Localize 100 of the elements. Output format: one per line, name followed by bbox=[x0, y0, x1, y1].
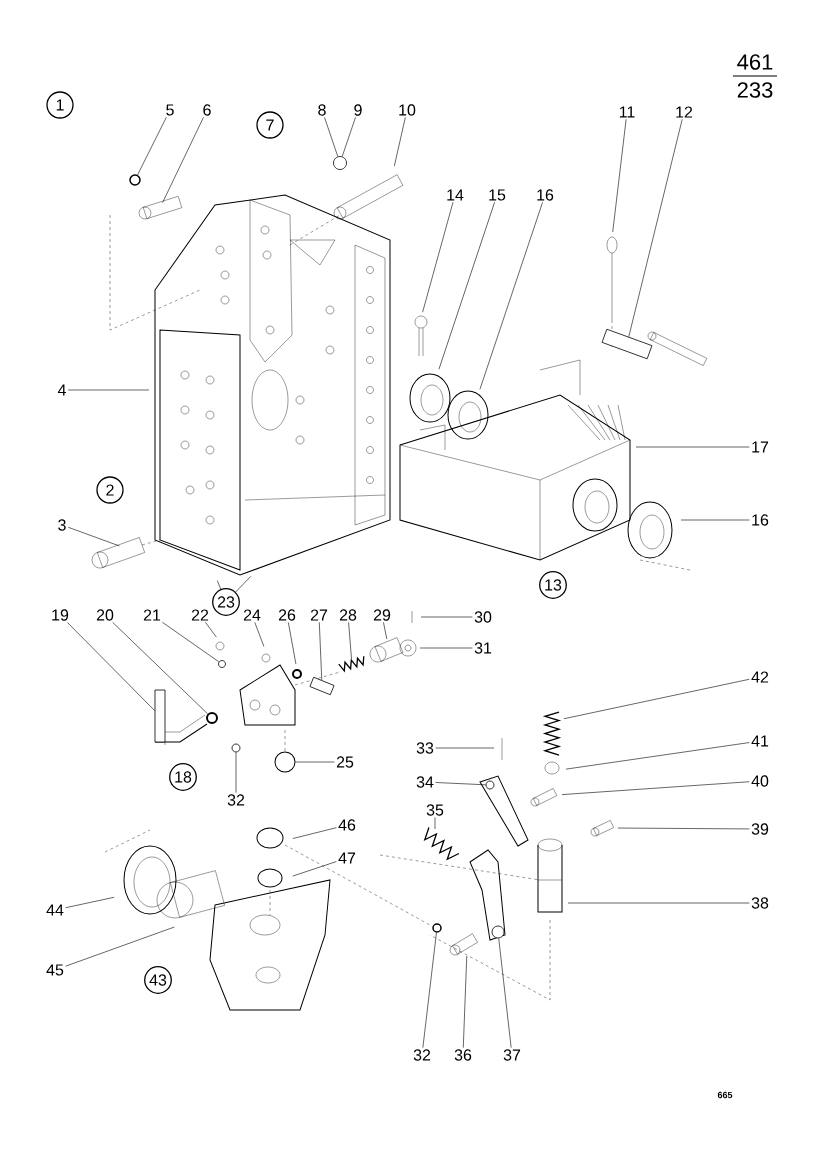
leader-line bbox=[137, 117, 167, 176]
callout-number: 31 bbox=[474, 642, 492, 654]
callout-number: 35 bbox=[426, 804, 444, 816]
callout-number: 3 bbox=[58, 519, 66, 531]
callout-number: 32 bbox=[227, 794, 245, 806]
callout-number: 12 bbox=[676, 106, 693, 118]
callout-number: 40 bbox=[751, 775, 769, 787]
leader-line bbox=[112, 622, 208, 715]
leader-line bbox=[462, 955, 468, 1048]
pin-part bbox=[154, 689, 166, 743]
leader-line bbox=[435, 782, 486, 786]
washer-part bbox=[491, 925, 505, 939]
washer-part bbox=[333, 156, 347, 170]
leader-line bbox=[295, 761, 335, 763]
leader-line bbox=[67, 622, 155, 711]
leader-line bbox=[561, 781, 750, 795]
pin-part bbox=[309, 676, 335, 696]
callout-number: 17 bbox=[752, 441, 769, 453]
leader-line bbox=[680, 519, 750, 521]
callout-number: 8 bbox=[318, 104, 326, 116]
leader-line bbox=[65, 896, 115, 908]
leader-line bbox=[254, 622, 265, 647]
leader-line bbox=[435, 747, 495, 749]
leader-line bbox=[324, 117, 339, 157]
leader-line bbox=[67, 389, 150, 391]
leader-line bbox=[479, 202, 543, 390]
callout-number: 16 bbox=[537, 189, 554, 201]
group-number: 2 bbox=[96, 476, 124, 504]
callout-number: 9 bbox=[354, 104, 362, 116]
callout-number: 11 bbox=[619, 106, 635, 118]
callout-number: 33 bbox=[416, 742, 434, 754]
leader-line bbox=[635, 446, 750, 448]
leader-line bbox=[563, 678, 750, 720]
callout-number: 5 bbox=[166, 104, 174, 116]
callout-number: 44 bbox=[46, 904, 64, 916]
callout-number: 16 bbox=[752, 514, 769, 526]
callout-number: 15 bbox=[489, 189, 506, 201]
callout-number: 32 bbox=[413, 1049, 431, 1061]
leader-line bbox=[348, 622, 352, 660]
callout-number: 21 bbox=[143, 609, 161, 621]
leader-line bbox=[205, 622, 217, 638]
callout-number: 26 bbox=[278, 609, 296, 621]
callout-number: 27 bbox=[310, 609, 328, 621]
leader-line bbox=[422, 201, 454, 313]
leader-line bbox=[419, 647, 473, 649]
page-number: 665 bbox=[717, 1091, 733, 1099]
callout-number: 34 bbox=[416, 776, 434, 788]
leader-line bbox=[67, 526, 120, 547]
leader-line bbox=[612, 118, 627, 233]
callout-number: 39 bbox=[751, 823, 769, 835]
washer-part bbox=[231, 743, 241, 753]
washer-part bbox=[218, 660, 226, 668]
callout-number: 47 bbox=[338, 852, 356, 864]
group-number: 23 bbox=[212, 588, 240, 616]
callout-number: 4 bbox=[57, 384, 66, 396]
washer-part bbox=[274, 751, 296, 773]
callout-number: 25 bbox=[336, 756, 354, 768]
leader-line bbox=[434, 817, 436, 830]
leader-line bbox=[65, 926, 175, 967]
callout-number: 14 bbox=[447, 189, 464, 201]
leader-line bbox=[162, 622, 220, 663]
leader-line bbox=[567, 902, 750, 904]
callout-number: 19 bbox=[52, 609, 69, 621]
callout-number: 38 bbox=[751, 897, 769, 909]
callout-number: 29 bbox=[373, 609, 391, 621]
leader-line bbox=[628, 119, 683, 338]
washer-part bbox=[129, 174, 141, 186]
leader-line bbox=[422, 932, 437, 1048]
leader-line bbox=[341, 117, 356, 157]
leader-line bbox=[438, 202, 495, 370]
leader-line bbox=[292, 827, 337, 839]
callout-number: 36 bbox=[454, 1049, 472, 1061]
leader-line bbox=[319, 622, 323, 681]
catalog-number: 233 bbox=[737, 82, 773, 98]
group-number: 43 bbox=[144, 966, 172, 994]
callout-number: 41 bbox=[751, 735, 769, 747]
washer-part bbox=[206, 712, 218, 724]
group-number: 13 bbox=[539, 571, 567, 599]
callout-number: 30 bbox=[474, 611, 492, 623]
group-number: 18 bbox=[169, 763, 197, 791]
leader-line bbox=[394, 117, 406, 167]
leader-line bbox=[420, 616, 473, 618]
leader-line bbox=[235, 576, 252, 593]
leader-line bbox=[617, 827, 750, 830]
callout-number: 45 bbox=[46, 964, 64, 976]
callout-number: 22 bbox=[191, 609, 209, 621]
leader-line bbox=[288, 622, 297, 665]
leader-line bbox=[162, 117, 204, 203]
callout-number: 6 bbox=[203, 104, 211, 116]
group-number: 1 bbox=[46, 91, 74, 119]
group-number: 7 bbox=[256, 111, 284, 139]
callout-number: 20 bbox=[96, 609, 114, 621]
callout-number: 46 bbox=[338, 819, 356, 831]
leader-line bbox=[216, 580, 222, 590]
callout-number: 37 bbox=[503, 1049, 521, 1061]
callout-number: 42 bbox=[751, 671, 769, 683]
pin-part bbox=[601, 328, 653, 360]
callout-number: 10 bbox=[399, 104, 416, 116]
callout-number: 24 bbox=[243, 609, 261, 621]
washer-part bbox=[485, 780, 495, 790]
